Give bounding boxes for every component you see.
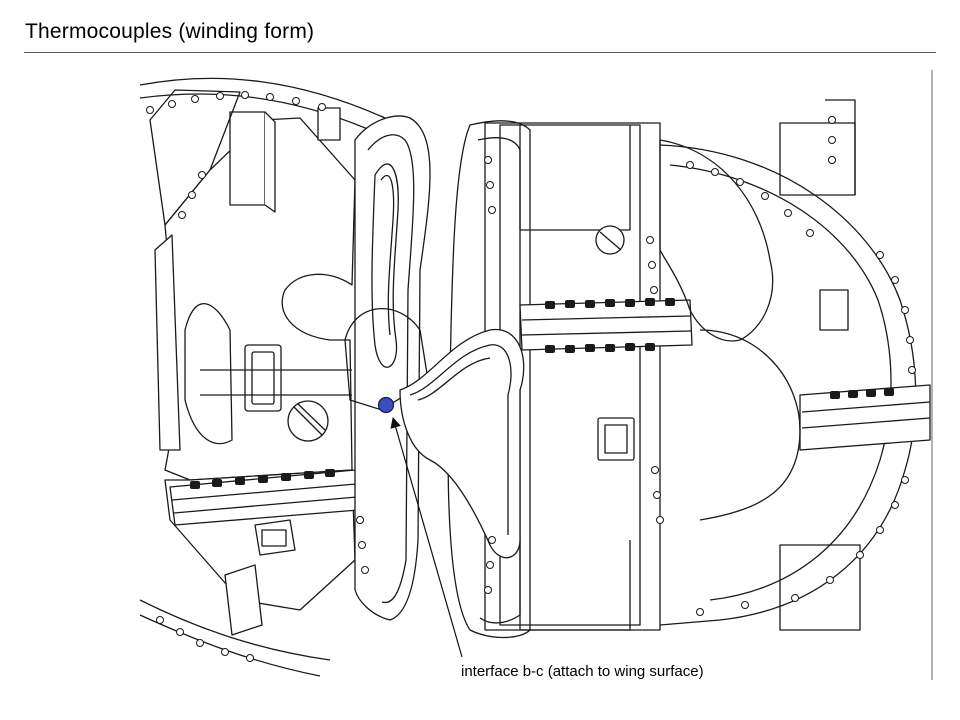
slide-title: Thermocouples (winding form)	[25, 20, 315, 43]
flange-holes	[146, 91, 916, 662]
middle-ring	[344, 115, 431, 621]
title-divider	[24, 52, 936, 53]
far-right-ring	[659, 99, 931, 631]
left-winding-form	[139, 77, 386, 677]
thermocouple-bolts	[190, 298, 894, 489]
interface-marker	[377, 396, 395, 414]
interface-callout-label: interface b-c (attach to wing surface)	[461, 663, 704, 680]
right-winding-form	[399, 120, 774, 639]
callout-leader-line	[390, 416, 463, 658]
